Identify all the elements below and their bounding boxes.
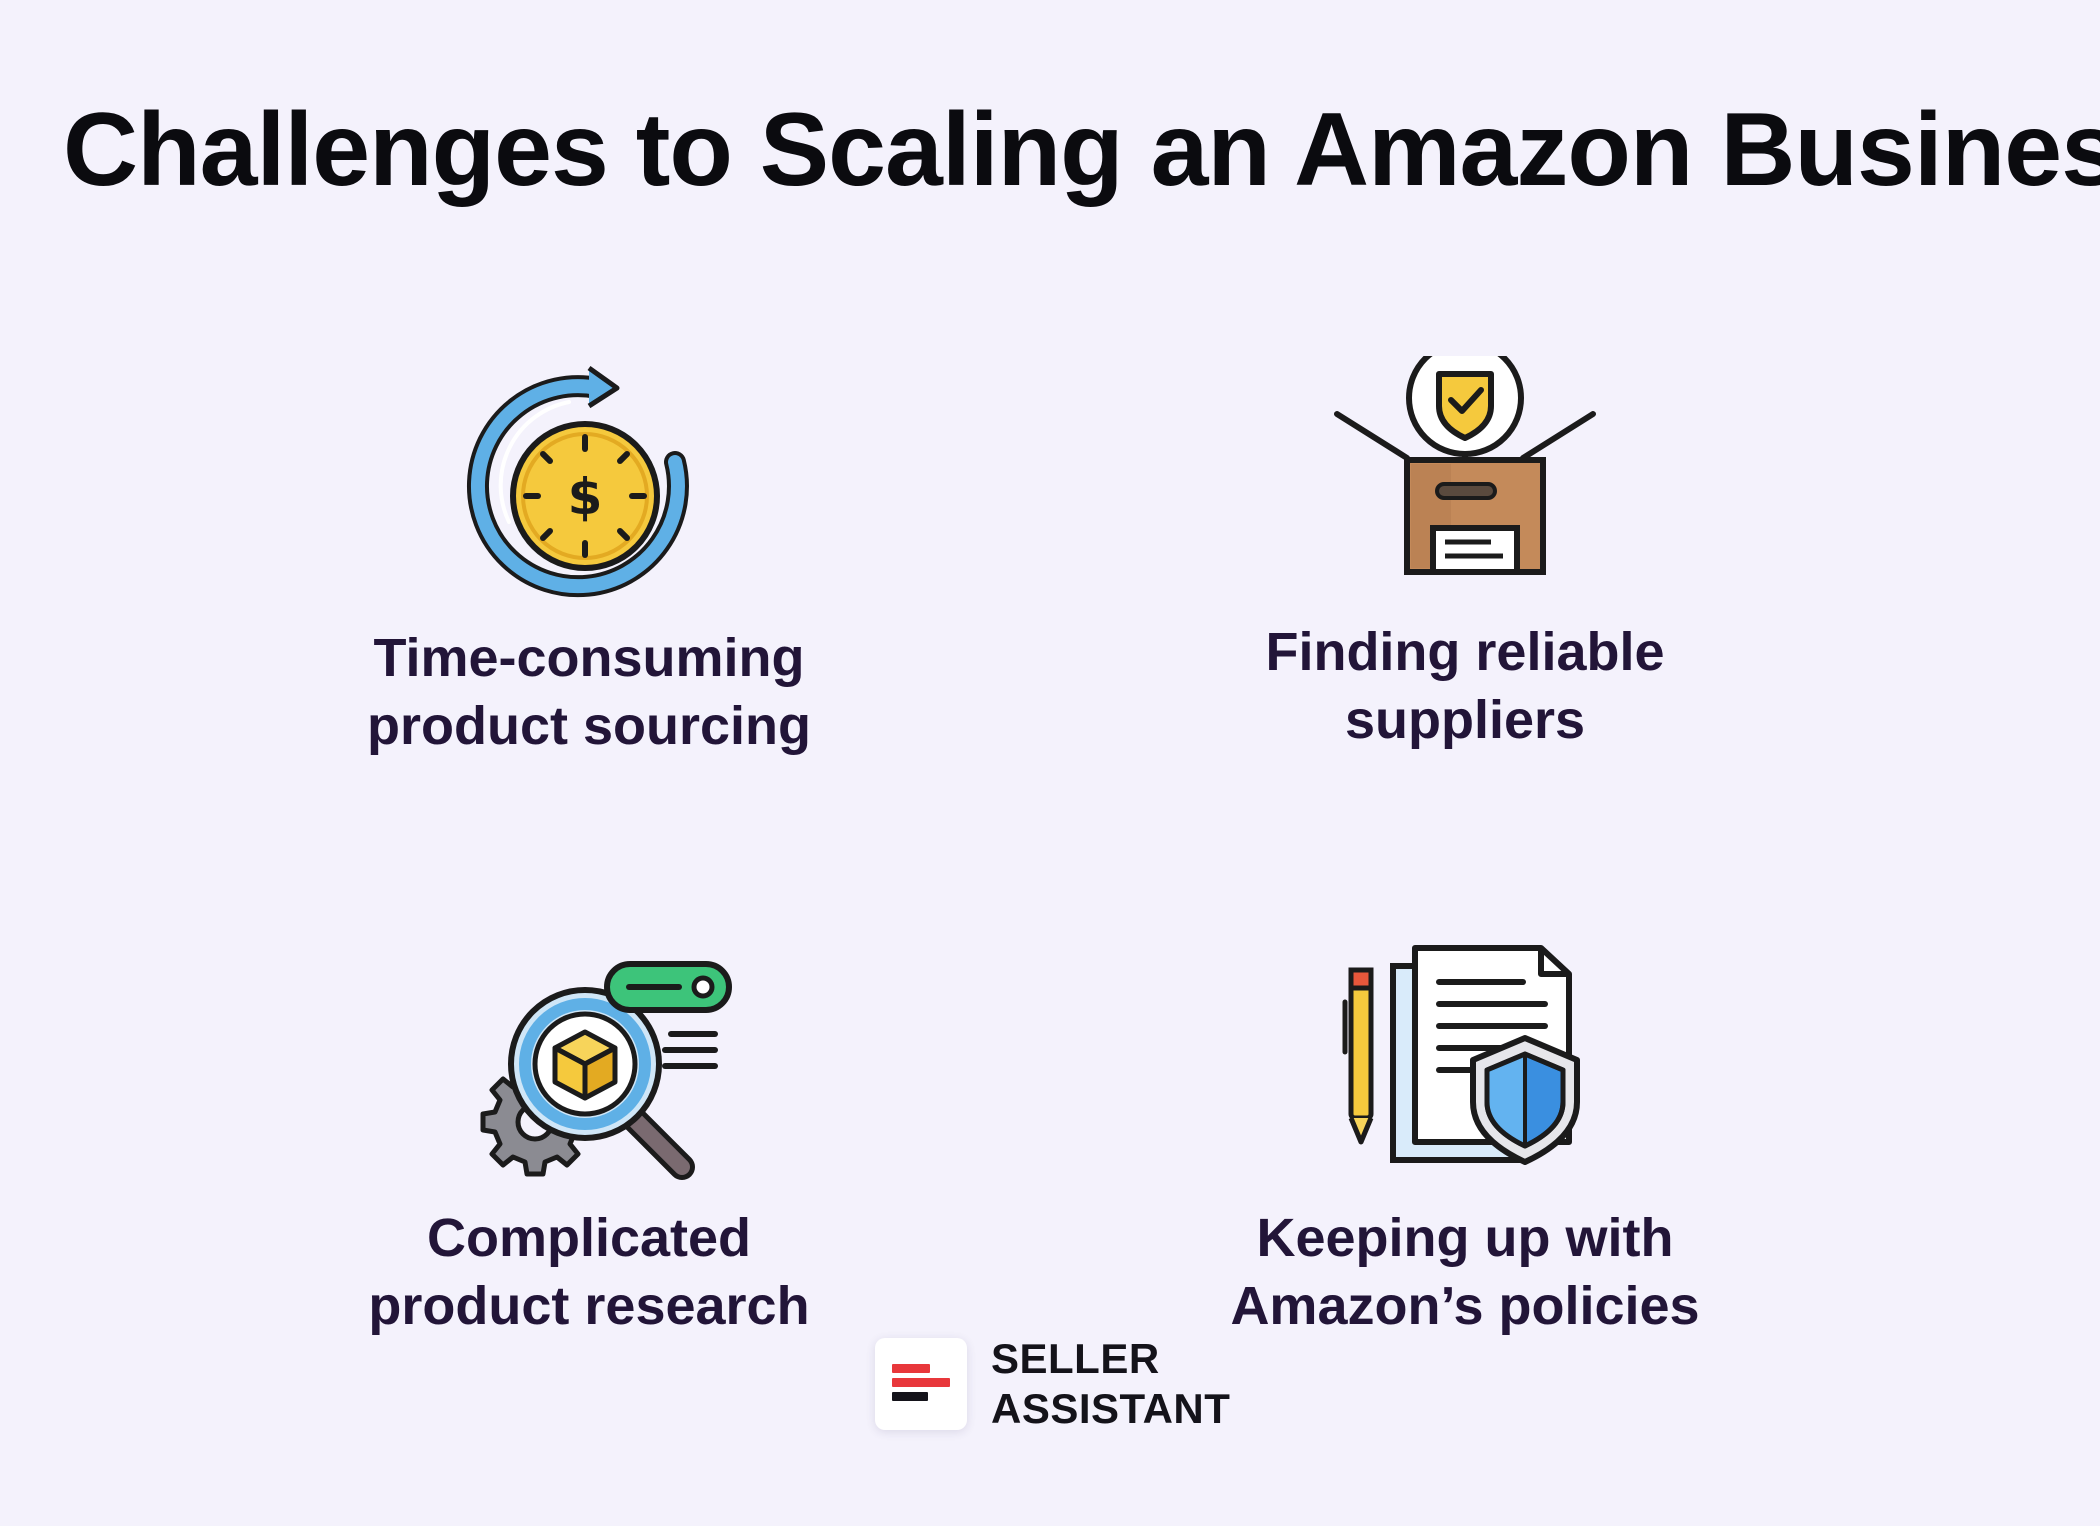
seller-assistant-logo: SELLER ASSISTANT: [875, 1334, 1230, 1434]
clock-coin-icon: $: [439, 362, 739, 612]
box-shield-icon: [1315, 356, 1615, 606]
challenge-card-reliable-suppliers: Finding reliable suppliers: [1155, 356, 1775, 754]
document-shield-icon: [1315, 942, 1615, 1192]
logo-wordmark: SELLER ASSISTANT: [991, 1335, 1231, 1432]
card-caption: Time-consuming product sourcing: [367, 628, 811, 756]
magnifier-gear-icon: [439, 942, 739, 1192]
challenge-card-time-consuming-sourcing: $ Time-consuming product sourcing: [279, 362, 899, 760]
card-caption: Keeping up with Amazon’s policies: [1230, 1208, 1700, 1336]
page-title: Challenges to Scaling an Amazon Business: [63, 92, 2100, 208]
svg-text:$: $: [568, 468, 603, 526]
card-caption: Finding reliable suppliers: [1265, 622, 1665, 750]
logo-badge-icon: [875, 1338, 967, 1430]
card-caption: Complicated product research: [368, 1208, 810, 1336]
challenge-card-product-research: Complicated product research: [279, 942, 899, 1340]
challenge-card-amazon-policies: Keeping up with Amazon’s policies: [1155, 942, 1775, 1340]
